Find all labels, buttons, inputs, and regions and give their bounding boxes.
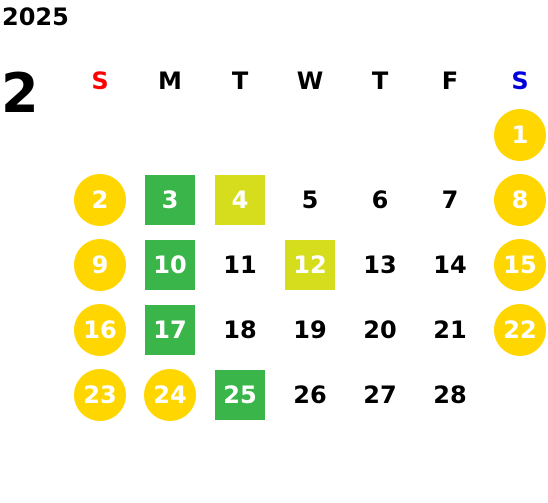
holiday-circle-marker [494,173,546,226]
day-number: 7 [441,185,459,214]
day-number: 8 [511,185,529,214]
weekday-header: T [231,67,249,95]
day-number: 24 [153,380,187,409]
day-number: 16 [83,315,117,344]
day-number: 28 [433,380,467,409]
day-number: 21 [433,315,467,344]
day-number: 19 [293,315,327,344]
day-cell[interactable]: 5 [275,167,345,232]
empty-day-cell [205,102,275,167]
day-number: 20 [363,315,397,344]
day-number: 2 [91,185,109,214]
green-square-marker [145,239,195,290]
day-cell[interactable]: 18 [205,297,275,362]
day-number: 5 [301,185,319,214]
day-cell[interactable]: 26 [275,362,345,427]
day-cell[interactable]: 24 [135,362,205,427]
day-number: 1 [511,120,529,149]
day-number: 11 [223,250,257,279]
day-cell[interactable]: 13 [345,232,415,297]
empty-day-cell [415,102,485,167]
empty-day-cell [275,102,345,167]
weekday-header: T [371,67,389,95]
green-square-marker [145,304,195,355]
day-cell[interactable]: 25 [205,362,275,427]
day-cell[interactable]: 19 [275,297,345,362]
day-cell[interactable]: 2 [65,167,135,232]
day-number: 10 [153,250,187,279]
weekday-header: M [158,67,182,95]
day-cell[interactable]: 17 [135,297,205,362]
holiday-circle-marker [144,368,196,421]
day-cell[interactable]: 27 [345,362,415,427]
empty-day-cell [65,102,135,167]
day-number: 13 [363,250,397,279]
calendar-month: 2 [1,62,39,125]
empty-day-cell [135,102,205,167]
day-cell[interactable]: 4 [205,167,275,232]
green-square-marker [215,369,265,420]
day-cell[interactable]: 15 [485,232,548,297]
day-cell[interactable]: 23 [65,362,135,427]
day-number: 22 [503,315,537,344]
day-cell[interactable]: 6 [345,167,415,232]
holiday-circle-marker [74,173,126,226]
day-cell[interactable]: 1 [485,102,548,167]
weekday-header: S [511,67,529,95]
holiday-circle-marker [494,108,546,161]
day-cell[interactable]: 21 [415,297,485,362]
weekday-header: F [441,67,459,95]
holiday-circle-marker [494,238,546,291]
day-cell[interactable]: 20 [345,297,415,362]
day-number: 27 [363,380,397,409]
day-number: 3 [161,185,179,214]
day-number: 4 [231,185,249,214]
day-cell[interactable]: 11 [205,232,275,297]
day-number: 9 [91,250,109,279]
day-cell[interactable]: 22 [485,297,548,362]
day-number: 14 [433,250,467,279]
holiday-circle-marker [74,368,126,421]
day-number: 23 [83,380,117,409]
calendar-year: 2025 [2,3,69,31]
day-number: 26 [293,380,327,409]
weekday-header: W [296,67,324,95]
holiday-circle-marker [494,303,546,356]
day-cell[interactable]: 16 [65,297,135,362]
weekday-header: S [91,67,109,95]
day-number: 6 [371,185,389,214]
day-number: 17 [153,315,187,344]
day-number: 15 [503,250,537,279]
day-cell[interactable]: 10 [135,232,205,297]
day-cell[interactable]: 8 [485,167,548,232]
holiday-circle-marker [74,238,126,291]
empty-day-cell [485,362,548,427]
lime-square-marker [215,174,265,225]
day-number: 18 [223,315,257,344]
day-cell[interactable]: 3 [135,167,205,232]
day-cell[interactable]: 14 [415,232,485,297]
day-number: 25 [223,380,257,409]
day-cell[interactable]: 9 [65,232,135,297]
holiday-circle-marker [74,303,126,356]
green-square-marker [145,174,195,225]
day-cell[interactable]: 7 [415,167,485,232]
day-cell[interactable]: 28 [415,362,485,427]
empty-day-cell [345,102,415,167]
day-number: 12 [293,250,327,279]
day-cell[interactable]: 12 [275,232,345,297]
lime-square-marker [285,239,335,290]
